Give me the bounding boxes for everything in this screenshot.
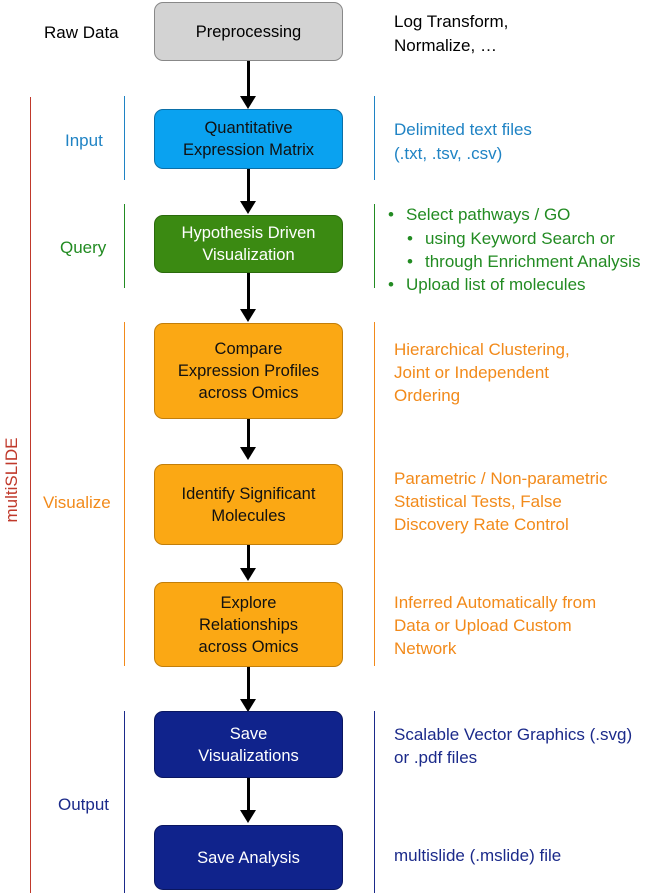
explore-line-1: Explore — [220, 593, 277, 612]
preprocessing-note-1: Log Transform, — [394, 12, 509, 31]
query-bullet-3: through Enrichment Analysis — [407, 250, 640, 273]
save-vis-note-1: Scalable Vector Graphics (.svg) — [394, 725, 633, 744]
input-right-bracket — [374, 96, 375, 180]
compare-expression-box: Compare Expression Profiles across Omics — [154, 323, 343, 419]
save-visualizations-box: Save Visualizations — [154, 711, 343, 778]
identify-line-1: Identify Significant — [181, 484, 316, 503]
input-note-1: Delimited text files — [394, 120, 532, 139]
hypothesis-line-1: Hypothesis Driven — [181, 224, 316, 242]
identify-note-2: Statistical Tests, False — [394, 492, 562, 511]
save-analysis-box: Save Analysis — [154, 825, 343, 890]
input-note-2: (.txt, .tsv, .csv) — [394, 144, 503, 163]
explore-line-2: Relationships — [198, 615, 299, 634]
query-bullet-4: Upload list of molecules — [388, 273, 585, 296]
compare-line-2: Expression Profiles — [177, 362, 320, 380]
preprocessing-label: Preprocessing — [195, 22, 302, 41]
preprocessing-note-2: Normalize, … — [394, 36, 497, 55]
hypothesis-line-2: Visualization — [202, 246, 295, 264]
explore-note-3: Network — [394, 639, 457, 658]
quantitative-expression-box: Quantitative Expression Matrix — [154, 109, 343, 169]
preprocessing-box: Preprocessing — [154, 2, 343, 61]
save-analysis-note: multislide (.mslide) file — [394, 846, 562, 865]
query-bullet-2: using Keyword Search or — [407, 227, 615, 250]
query-right-bracket — [374, 204, 375, 288]
hypothesis-driven-box: Hypothesis Driven Visualization — [154, 215, 343, 273]
compare-line-1: Compare — [214, 340, 283, 358]
compare-note-2: Joint or Independent — [394, 363, 550, 382]
compare-note-1: Hierarchical Clustering, — [394, 340, 570, 359]
multislide-bracket — [30, 97, 31, 893]
compare-line-3: across Omics — [198, 384, 299, 402]
section-query-label: Query — [60, 238, 107, 257]
raw-data-label: Raw Data — [44, 23, 119, 42]
explore-relationships-box: Explore Relationships across Omics — [154, 582, 343, 667]
identify-note-3: Discovery Rate Control — [394, 515, 569, 534]
query-left-bracket — [124, 204, 125, 288]
identify-note-1: Parametric / Non-parametric — [394, 469, 608, 488]
visualize-left-bracket — [124, 322, 125, 666]
explore-note-2: Data or Upload Custom — [394, 616, 572, 635]
explore-note-1: Inferred Automatically from — [394, 593, 597, 612]
save-vis-note-2: or .pdf files — [394, 748, 478, 767]
save-vis-line-1: Save — [229, 724, 268, 743]
explore-line-3: across Omics — [198, 637, 299, 656]
save-vis-line-2: Visualizations — [198, 746, 299, 765]
section-output-label: Output — [58, 795, 110, 814]
save-analysis-label: Save Analysis — [197, 848, 300, 867]
quantitative-line-2: Expression Matrix — [182, 141, 315, 159]
quantitative-line-1: Quantitative — [204, 119, 293, 137]
visualize-right-bracket — [374, 322, 375, 666]
input-left-bracket — [124, 96, 125, 180]
section-visualize-label: Visualize — [43, 493, 111, 512]
multislide-label: multiSLIDE — [2, 437, 21, 523]
compare-note-3: Ordering — [394, 386, 461, 405]
identify-significant-box: Identify Significant Molecules — [154, 464, 343, 545]
section-input-label: Input — [65, 131, 103, 150]
query-bullet-1: Select pathways / GO — [388, 203, 570, 226]
identify-line-2: Molecules — [211, 506, 286, 525]
output-left-bracket — [124, 711, 125, 893]
output-right-bracket — [374, 711, 375, 893]
